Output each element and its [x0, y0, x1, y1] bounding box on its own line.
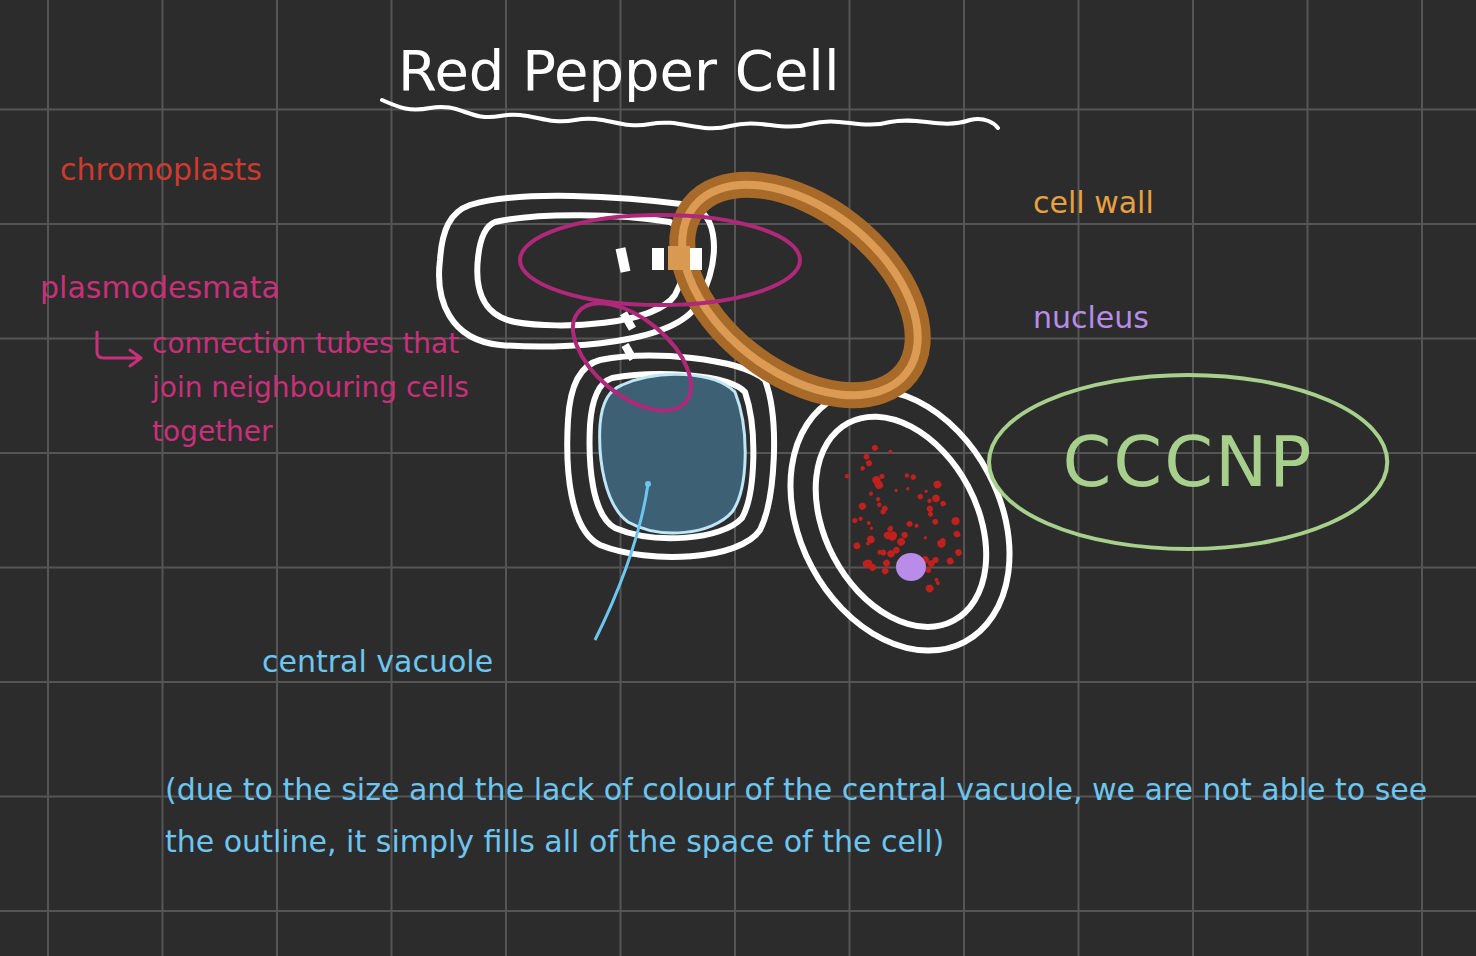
chromoplast-dot: [932, 518, 940, 526]
ellipse-border: [989, 375, 1387, 549]
cell-inner: [781, 387, 1020, 656]
chromoplast-dot: [865, 459, 873, 467]
ellipse-node: CCCNP: [986, 372, 1390, 552]
chromoplast-dot: [931, 493, 941, 503]
chromoplast-dot: [917, 493, 924, 500]
grid-line: [1421, 0, 1423, 956]
grid-line: [276, 0, 278, 956]
leader-line: [595, 484, 648, 640]
chromoplast-dot: [900, 531, 909, 540]
chromoplast-dot: [876, 502, 882, 508]
chromoplast-dot: [955, 532, 961, 538]
chromoplast-dot: [894, 488, 899, 493]
cell-outer: [439, 196, 714, 347]
part-label: nucleus: [1033, 298, 1293, 337]
chromoplast-dot: [904, 473, 910, 479]
chromoplast-dot: [869, 526, 873, 530]
highlight-ring: [520, 215, 800, 305]
chromoplast-dot: [871, 444, 879, 452]
part-label: chromoplasts: [60, 150, 380, 189]
chromoplast-dot: [923, 536, 927, 540]
grid-line: [849, 0, 851, 956]
chromoplast-dot: [860, 465, 866, 471]
plasmodesmata-marks: [668, 246, 690, 270]
part-label: central vacuole: [262, 642, 622, 681]
grid-line: [0, 910, 1476, 912]
chromoplast-dot: [881, 567, 890, 576]
chromoplast-dot: [939, 500, 947, 508]
chromoplast-dot: [888, 449, 893, 454]
chromoplast-dot: [906, 486, 910, 490]
chromoplast-dot: [866, 534, 876, 544]
chromoplast-dot: [906, 520, 914, 528]
chromoplast-dot: [887, 530, 898, 541]
chromoplast-dot: [934, 495, 939, 500]
chromoplast-dot: [910, 473, 917, 480]
cell-outer: [567, 356, 774, 557]
chromoplast-dot: [851, 517, 858, 524]
chromoplast-dot: [932, 479, 942, 489]
grid-line: [47, 0, 49, 956]
chromoplast-dot: [882, 558, 891, 567]
chromoplast-dot: [858, 516, 864, 522]
chromoplast-dot: [852, 541, 861, 550]
chromoplast-dot: [946, 556, 955, 565]
grid-line: [0, 681, 1476, 683]
chromoplast-dot: [866, 520, 871, 525]
chromoplast-dot: [858, 501, 868, 511]
highlight-ring: [554, 283, 710, 431]
chromoplast-dot: [868, 563, 877, 572]
chromoplast-dot: [935, 581, 940, 586]
nucleus-shape: [896, 553, 926, 581]
node-text: CCCNP: [1062, 421, 1313, 503]
cell-outer: [747, 351, 1053, 689]
chromoplast-dot: [863, 453, 871, 461]
leader-dot: [645, 481, 651, 487]
title-underline: [382, 100, 998, 128]
chromoplast-dot: [868, 491, 874, 497]
chromoplast-dot: [924, 489, 929, 494]
chromoplast-dot: [892, 546, 901, 555]
cell-inner: [590, 374, 754, 538]
grid-line: [391, 0, 393, 956]
grid-line: [162, 0, 164, 956]
chromoplast-dot: [939, 537, 946, 544]
chromoplast-dot: [871, 475, 882, 486]
chromoplast-dot: [875, 496, 881, 502]
chromoplast-dot: [936, 538, 947, 549]
chromoplast-dot: [844, 473, 850, 479]
chromoplast-dot: [925, 583, 935, 593]
grid-line: [0, 109, 1476, 111]
note-text: connection tubes that join neighbouring …: [152, 322, 497, 454]
part-label: plasmodesmata: [40, 268, 420, 307]
title: Red Pepper Cell: [398, 38, 839, 103]
chromoplast-dot: [879, 549, 887, 557]
chromoplast-dot: [880, 508, 887, 515]
chromoplast-dot: [954, 548, 963, 557]
chromoplast-dots: [815, 426, 984, 615]
chromoplast-dot: [927, 498, 933, 504]
grid-line: [0, 567, 1476, 569]
part-label: cell wall: [1033, 183, 1293, 222]
chromoplast-dot: [914, 523, 920, 529]
chromoplast-dot: [926, 505, 934, 513]
grid-line: [505, 0, 507, 956]
chromoplast-dot: [950, 515, 961, 526]
arrow-symbol: [97, 332, 141, 366]
chromoplast-dot: [952, 530, 960, 538]
note-text: (due to the size and the lack of colour …: [165, 764, 1460, 868]
